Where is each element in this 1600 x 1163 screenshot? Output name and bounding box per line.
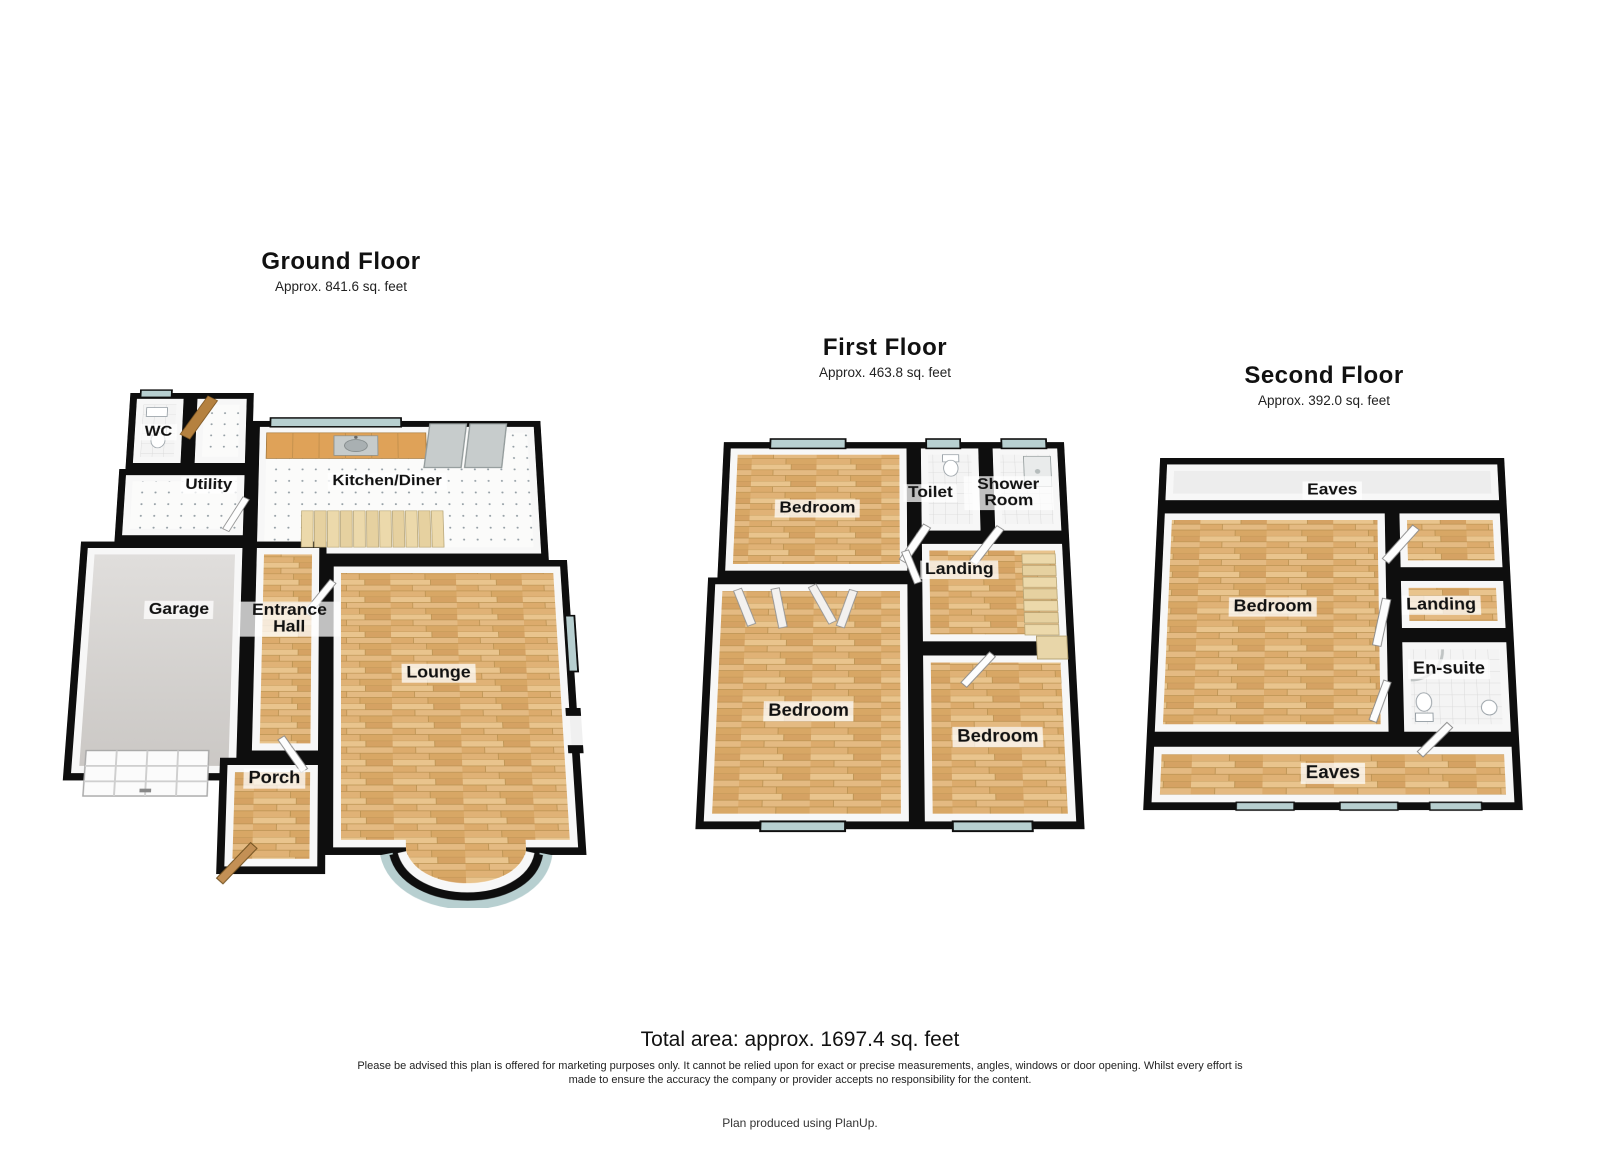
room-porch [216, 757, 326, 875]
room-label-en-suite: En-suite [1407, 659, 1491, 680]
room-front-lobby [187, 392, 254, 470]
room-label-utility: Utility [180, 476, 237, 494]
room-label-bedroom-rear-left: Bedroom [763, 701, 854, 722]
room-label-shower-room: Shower Room [963, 476, 1054, 511]
landing-cupboard [1036, 636, 1067, 659]
window-glass [757, 439, 1065, 831]
room-lounge [325, 560, 587, 855]
room-label-porch: Porch [243, 768, 306, 789]
first-floor-plan: Bedroom Toilet Shower Room Landing Bedro… [665, 431, 1105, 837]
ground-floor-plan: WC Utility Kitchen/Diner Garage Entrance… [35, 386, 647, 908]
room-label-bedroom: Bedroom [1228, 597, 1318, 617]
room-label-eaves-bottom: Eaves [1300, 762, 1366, 784]
room-label-landing: Landing [920, 560, 999, 580]
disclaimer-line-1: Please be advised this plan is offered f… [357, 1060, 1243, 1072]
room-label-eaves-top: Eaves [1302, 481, 1363, 500]
stairs [301, 511, 444, 547]
room-utility [114, 469, 252, 542]
room-label-wc: WC [139, 423, 178, 441]
room-label-bedroom-front: Bedroom [774, 499, 861, 518]
second-floor-title-block: Second Floor Approx. 392.0 sq. feet [1118, 362, 1530, 408]
second-floor-area: Approx. 392.0 sq. feet [1257, 393, 1391, 408]
kitchen-window [270, 418, 401, 427]
room-wc [125, 392, 191, 470]
ground-floor-area: Approx. 841.6 sq. feet [274, 279, 408, 294]
total-area-text: Total area: approx. 1697.4 sq. feet [640, 1028, 960, 1051]
stairs [1022, 554, 1059, 635]
disclaimer-line-2: made to ensure the accuracy the company … [568, 1074, 1032, 1086]
room-label-garage: Garage [143, 600, 215, 619]
second-floor-plan-graphic [1143, 457, 1523, 814]
room-en-suite [1394, 635, 1520, 740]
ground-floor-title-block: Ground Floor Approx. 841.6 sq. feet [35, 248, 647, 294]
toilet-fixture [1415, 693, 1433, 722]
first-floor-title: First Floor [822, 334, 948, 361]
room-landing [1393, 574, 1514, 636]
room-garage [62, 541, 250, 781]
room-entrance-hall [244, 541, 327, 758]
first-floor-title-block: First Floor Approx. 463.8 sq. feet [665, 334, 1105, 380]
wc-basin [146, 408, 167, 417]
wc-window [140, 390, 171, 397]
room-label-kitchen-diner: Kitchen/Diner [327, 472, 447, 490]
ground-floor-plan-graphic [62, 386, 587, 908]
room-landing [914, 537, 1075, 649]
room-kitchen-diner [249, 420, 549, 561]
room-label-landing: Landing [1401, 595, 1482, 615]
basin-fixture [1481, 700, 1497, 715]
second-floor-plan: Eaves Bedroom Landing En-suite Eaves [1118, 450, 1530, 814]
room-label-bedroom-rear-right: Bedroom [952, 726, 1044, 748]
room-label-toilet: Toilet [903, 484, 958, 502]
kitchen-sink [334, 436, 378, 456]
planup-credit: Plan produced using PlanUp. [722, 1116, 878, 1130]
bay-window [386, 832, 549, 903]
toilet-fixture [942, 455, 959, 476]
room-label-entrance-hall: Entrance Hall [238, 601, 341, 637]
second-floor-title: Second Floor [1244, 362, 1404, 389]
window-glass [1236, 802, 1482, 810]
room-label-lounge: Lounge [401, 663, 476, 683]
room-bedroom [1146, 506, 1397, 740]
first-floor-area: Approx. 463.8 sq. feet [818, 365, 952, 380]
garage-door [83, 751, 209, 796]
ground-floor-title: Ground Floor [261, 248, 421, 275]
